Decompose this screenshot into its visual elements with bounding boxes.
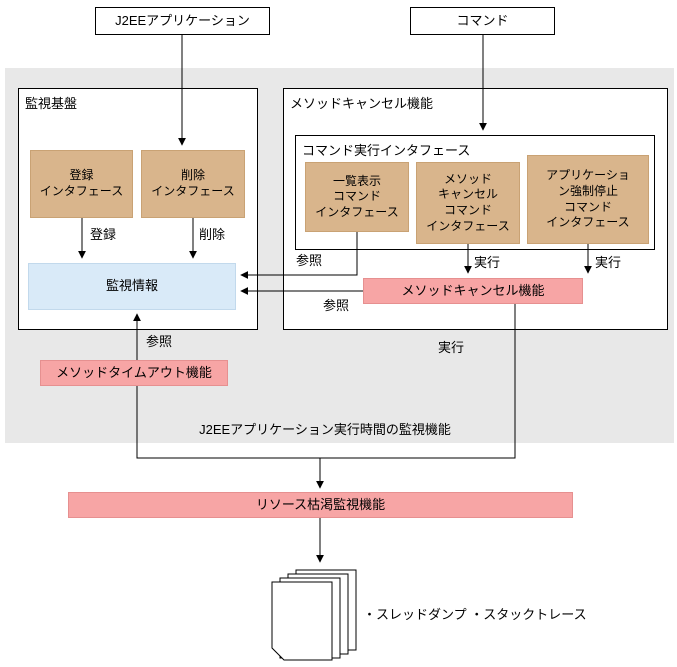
- document-stack-icon: [271, 569, 357, 661]
- register-interface-box: 登録 インタフェース: [30, 150, 133, 218]
- edge-label-execute-3: 実行: [438, 340, 465, 355]
- list-display-command-interface-box: 一覧表示 コマンド インタフェース: [305, 162, 409, 232]
- edge-label-execute-1: 実行: [474, 255, 501, 270]
- edge-label-reference-1: 参照: [296, 253, 323, 268]
- command-box: コマンド: [410, 7, 555, 35]
- command-exec-interface-title: コマンド実行インタフェース: [302, 143, 471, 158]
- method-timeout-function-box: メソッドタイムアウト機能: [40, 360, 228, 386]
- j2ee-application-box: J2EEアプリケーション: [95, 7, 270, 35]
- edge-label-register: 登録: [90, 227, 117, 242]
- gray-area-caption: J2EEアプリケーション実行時間の監視機能: [199, 422, 451, 437]
- edge-label-reference-3: 参照: [146, 334, 173, 349]
- edge-label-execute-2: 実行: [595, 255, 622, 270]
- output-labels: ・スレッドダンプ ・スタックトレース: [363, 607, 587, 622]
- resource-monitor-function-box: リソース枯渇監視機能: [68, 492, 573, 518]
- method-cancel-function-box: メソッドキャンセル機能: [363, 278, 583, 304]
- method-cancel-command-interface-box: メソッド キャンセル コマンド インタフェース: [416, 162, 520, 244]
- delete-interface-box: 削除 インタフェース: [141, 150, 245, 218]
- monitoring-platform-title: 監視基盤: [25, 96, 78, 111]
- method-cancel-section-title: メソッドキャンセル機能: [290, 96, 434, 111]
- edge-label-delete: 削除: [199, 227, 226, 242]
- monitoring-info-box: 監視情報: [28, 263, 236, 310]
- edge-label-reference-2: 参照: [323, 298, 350, 313]
- app-force-stop-command-interface-box: アプリケーショ ン強制停止 コマンド インタフェース: [527, 155, 649, 244]
